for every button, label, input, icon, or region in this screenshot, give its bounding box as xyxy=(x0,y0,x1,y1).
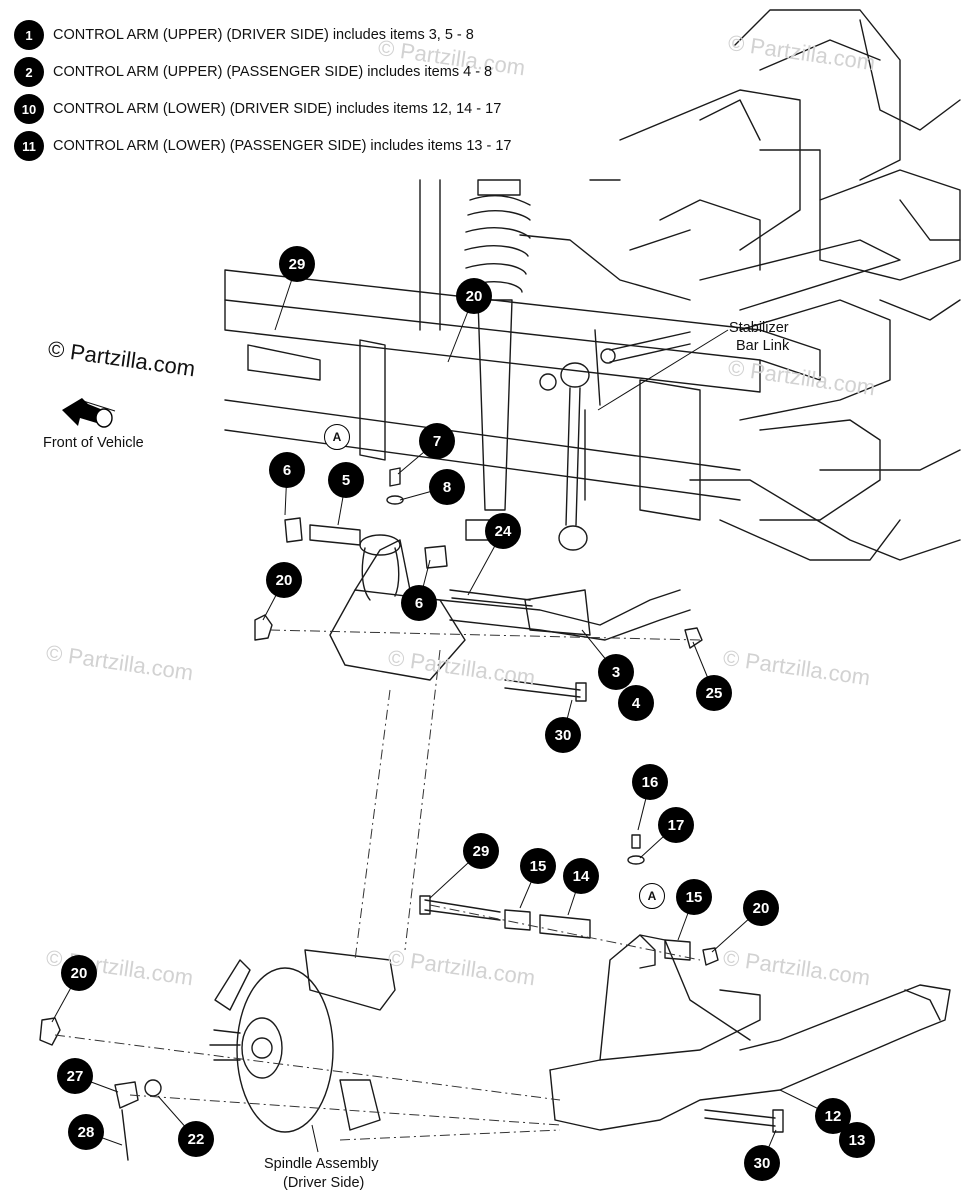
spindle-label-line1: Spindle Assembly xyxy=(264,1156,379,1172)
callout-16: 16 xyxy=(632,764,668,800)
alignment-lines xyxy=(54,629,701,1141)
callout-25: 25 xyxy=(696,675,732,711)
callout-3: 3 xyxy=(598,654,634,690)
callout-20: 20 xyxy=(61,955,97,991)
callout-5: 5 xyxy=(328,462,364,498)
shock-absorber xyxy=(464,179,691,541)
callout-15: 15 xyxy=(676,879,712,915)
callout-14: 14 xyxy=(563,858,599,894)
callout-30: 30 xyxy=(744,1145,780,1181)
callout-29: 29 xyxy=(279,246,315,282)
callout-6: 6 xyxy=(269,452,305,488)
callout-15: 15 xyxy=(520,848,556,884)
callout-13: 13 xyxy=(839,1122,875,1158)
frame-structure xyxy=(224,9,961,561)
callout-20: 20 xyxy=(266,562,302,598)
leader-lines xyxy=(51,263,834,1164)
spindle-label-line2: (Driver Side) xyxy=(283,1175,365,1191)
front-arrow-icon xyxy=(62,398,113,428)
callout-24: 24 xyxy=(485,513,521,549)
callout-22: 22 xyxy=(178,1121,214,1157)
reference-marker-a: A xyxy=(639,883,665,909)
legend-number: 2 xyxy=(14,57,44,87)
callout-7: 7 xyxy=(419,423,455,459)
legend-item: 11 CONTROL ARM (LOWER) (PASSENGER SIDE) … xyxy=(14,131,512,161)
legend-text: CONTROL ARM (UPPER) (DRIVER SIDE) includ… xyxy=(53,27,474,43)
legend-number: 11 xyxy=(14,131,44,161)
stabilizer-link xyxy=(539,329,691,551)
stabilizer-label-line1: Stabilizer xyxy=(729,320,789,336)
legend-text: CONTROL ARM (LOWER) (PASSENGER SIDE) inc… xyxy=(53,138,512,154)
legend-text: CONTROL ARM (LOWER) (DRIVER SIDE) includ… xyxy=(53,101,502,117)
legend-number: 1 xyxy=(14,20,44,50)
callout-20: 20 xyxy=(743,890,779,926)
front-of-vehicle-label: Front of Vehicle xyxy=(43,435,144,451)
stabilizer-label-line2: Bar Link xyxy=(736,338,790,354)
callout-6: 6 xyxy=(401,585,437,621)
callout-30: 30 xyxy=(545,717,581,753)
legend-number: 10 xyxy=(14,94,44,124)
callout-27: 27 xyxy=(57,1058,93,1094)
legend-item: 1 CONTROL ARM (UPPER) (DRIVER SIDE) incl… xyxy=(14,20,474,50)
upper-control-arm xyxy=(254,467,703,702)
reference-marker-a: A xyxy=(324,424,350,450)
legend-item: 10 CONTROL ARM (LOWER) (DRIVER SIDE) inc… xyxy=(14,94,502,124)
lower-control-arm xyxy=(419,834,951,1133)
callout-20: 20 xyxy=(456,278,492,314)
callout-4: 4 xyxy=(618,685,654,721)
callout-8: 8 xyxy=(429,469,465,505)
callout-17: 17 xyxy=(658,807,694,843)
legend-text: CONTROL ARM (UPPER) (PASSENGER SIDE) inc… xyxy=(53,64,493,80)
callout-28: 28 xyxy=(68,1114,104,1150)
spindle-assembly xyxy=(39,949,396,1161)
legend-item: 2 CONTROL ARM (UPPER) (PASSENGER SIDE) i… xyxy=(14,57,493,87)
callout-29: 29 xyxy=(463,833,499,869)
